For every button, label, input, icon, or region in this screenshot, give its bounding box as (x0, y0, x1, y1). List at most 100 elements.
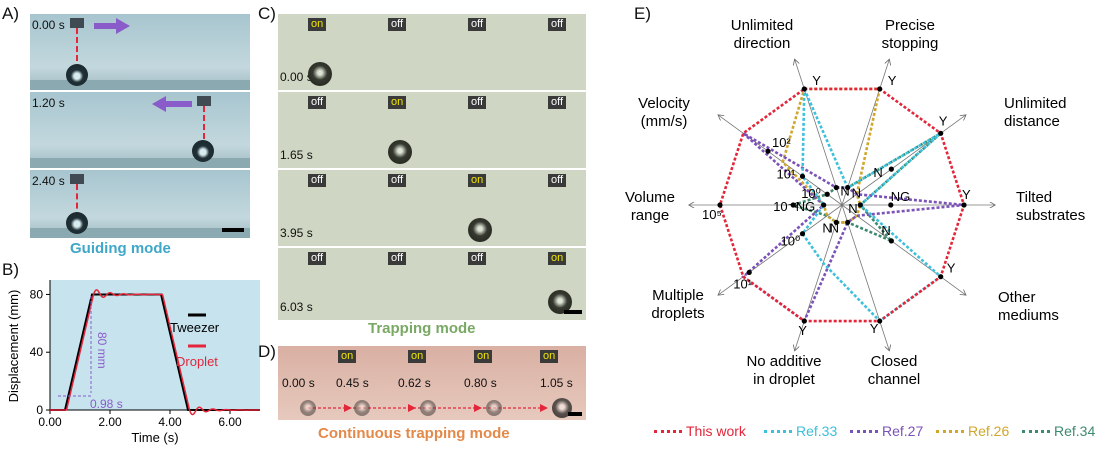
x-axis-label: Time (s) (131, 430, 178, 445)
droplet (552, 398, 572, 418)
switch-state-on: on (338, 350, 357, 363)
radar-point-label: 10¹ (733, 276, 752, 291)
radar-axis-label: range (631, 207, 669, 224)
radar-spoke (841, 115, 965, 206)
legend-tweezer: Tweezer (170, 320, 220, 335)
droplet (388, 140, 412, 164)
radar-axis-label: mediums (998, 307, 1059, 324)
x-tick-label: 6.00 (218, 415, 242, 429)
radar-marker (824, 191, 830, 197)
radar-marker (938, 130, 944, 136)
frame-time: 0.00 s (280, 70, 313, 84)
radar-marker (857, 202, 863, 208)
droplet (308, 62, 332, 86)
switch-state-on: on (388, 96, 407, 109)
legend-item: Ref.34 (1022, 420, 1095, 442)
radar-marker (801, 86, 807, 92)
frame-time: 1.20 s (32, 96, 65, 110)
radar-axis-label: direction (734, 35, 791, 52)
tweezer-icon (70, 18, 84, 28)
guiding-frame-3: 2.40 s (30, 170, 250, 238)
radar-point-label: N (822, 220, 831, 235)
switch-state-on: on (308, 18, 327, 31)
radar-legend: This work Ref.33 Ref.27 Ref.26 Ref.34 (654, 420, 1095, 442)
switch-state-off: off (548, 174, 567, 187)
radar-marker (746, 269, 752, 276)
radar-marker (833, 219, 839, 226)
scale-bar (568, 412, 582, 416)
switch-state-on: on (548, 252, 567, 265)
legend-label: This work (686, 423, 746, 439)
radar-point-label: N (830, 220, 839, 235)
droplet-series-line (50, 289, 261, 416)
switch-state-off: off (308, 96, 327, 109)
radar-marker (888, 166, 894, 172)
legend-label: Ref.34 (1054, 423, 1095, 439)
frame-time: 6.03 s (280, 300, 313, 314)
x-tick-label: 2.00 (98, 415, 122, 429)
droplet (300, 400, 316, 416)
plot-area (50, 280, 260, 410)
radar-point-label: 10⁵ (702, 207, 722, 222)
radar-axis-label: Precise (885, 17, 935, 34)
scale-bar (564, 310, 582, 314)
frame-time: 0.00 s (282, 376, 315, 390)
radar-marker (833, 184, 839, 191)
radar-axis-label: No additive (746, 353, 821, 370)
panel-b-label: B) (2, 260, 19, 279)
radar-axis-label: distance (1004, 113, 1060, 130)
frame-time: 3.95 s (280, 226, 313, 240)
radar-marker (888, 238, 894, 244)
legend-item: This work (654, 420, 746, 442)
tweezer-icon (70, 174, 84, 184)
radar-point-label: 10⁰ (781, 234, 801, 249)
legend-swatch (764, 429, 792, 433)
radar-point-label: 10² (772, 135, 791, 150)
y-tick-label: 80 (30, 287, 44, 301)
radar-marker (888, 202, 894, 208)
radar-spoke (795, 60, 843, 206)
droplet (192, 140, 214, 162)
radar-axis-label: (mm/s) (641, 113, 688, 130)
radar-marker (717, 202, 723, 208)
radar-spoke (719, 115, 843, 206)
radar-point-label: Y (798, 323, 807, 338)
radar-axis-label: stopping (882, 35, 939, 52)
radar-marker (845, 184, 851, 191)
switch-state-on: on (474, 350, 493, 363)
frame-time: 1.05 s (540, 376, 573, 390)
panel-a-label: A) (2, 4, 19, 23)
panel-e-label: E) (634, 4, 651, 23)
radar-spoke (795, 204, 843, 350)
radar-axis-label: Tilted (1016, 189, 1052, 206)
y-axis-label: Displacement (mm) (6, 290, 21, 403)
radar-marker (938, 274, 944, 280)
radar-point-label: Y (870, 321, 879, 336)
legend-label: Ref.33 (796, 423, 838, 439)
radar-marker (821, 202, 827, 208)
legend-swatch (1022, 429, 1050, 433)
radar-spoke (841, 60, 889, 206)
legend-label: Ref.26 (968, 423, 1010, 439)
right-arrow-icon (94, 18, 130, 34)
frame-time: 0.62 s (398, 376, 431, 390)
scale-bar (222, 228, 244, 232)
droplet (468, 218, 492, 242)
radar-marker (765, 148, 771, 154)
droplet (66, 212, 88, 234)
switch-state-on: on (540, 350, 559, 363)
tweezer-beam (76, 184, 78, 218)
radar-point-label: NG (891, 189, 911, 204)
left-arrow-icon (152, 96, 192, 112)
radar-marker (961, 202, 967, 208)
radar-spoke (719, 204, 843, 295)
legend-label: Ref.27 (882, 423, 924, 439)
droplet (66, 64, 88, 86)
radar-axis-label: Multiple (652, 287, 704, 304)
frame-time: 0.00 s (32, 18, 65, 32)
guiding-frame-2: 1.20 s (30, 92, 250, 168)
radar-marker (877, 86, 883, 92)
annot-80mm: 80 mm (95, 332, 109, 369)
